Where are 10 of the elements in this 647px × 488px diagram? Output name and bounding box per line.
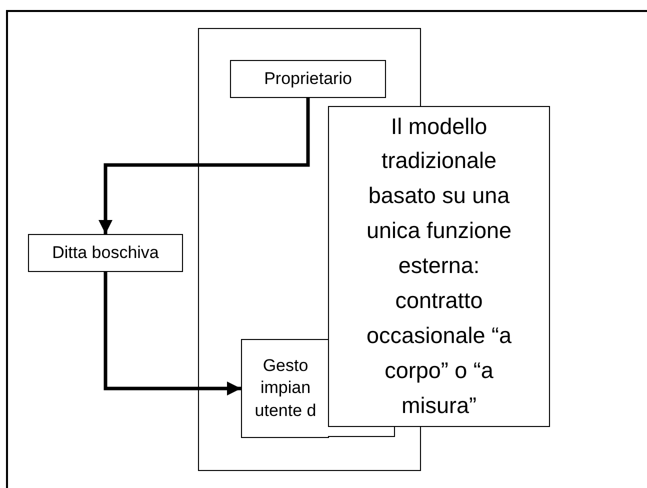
box-label: Gesto impian utente d [254,355,318,422]
arrow [104,272,241,396]
arrow [98,98,310,234]
process-box [230,60,386,98]
process-box [28,234,183,272]
note-text: Il modello tradizionale basato su una unica funzione esterna: contratto occasionale “a corpo” o “a misura” [365,112,513,420]
box-label: Ditta boschiva [52,243,159,263]
process-box [241,339,329,438]
box-label: Proprietario [264,69,352,89]
note-box [328,106,550,427]
